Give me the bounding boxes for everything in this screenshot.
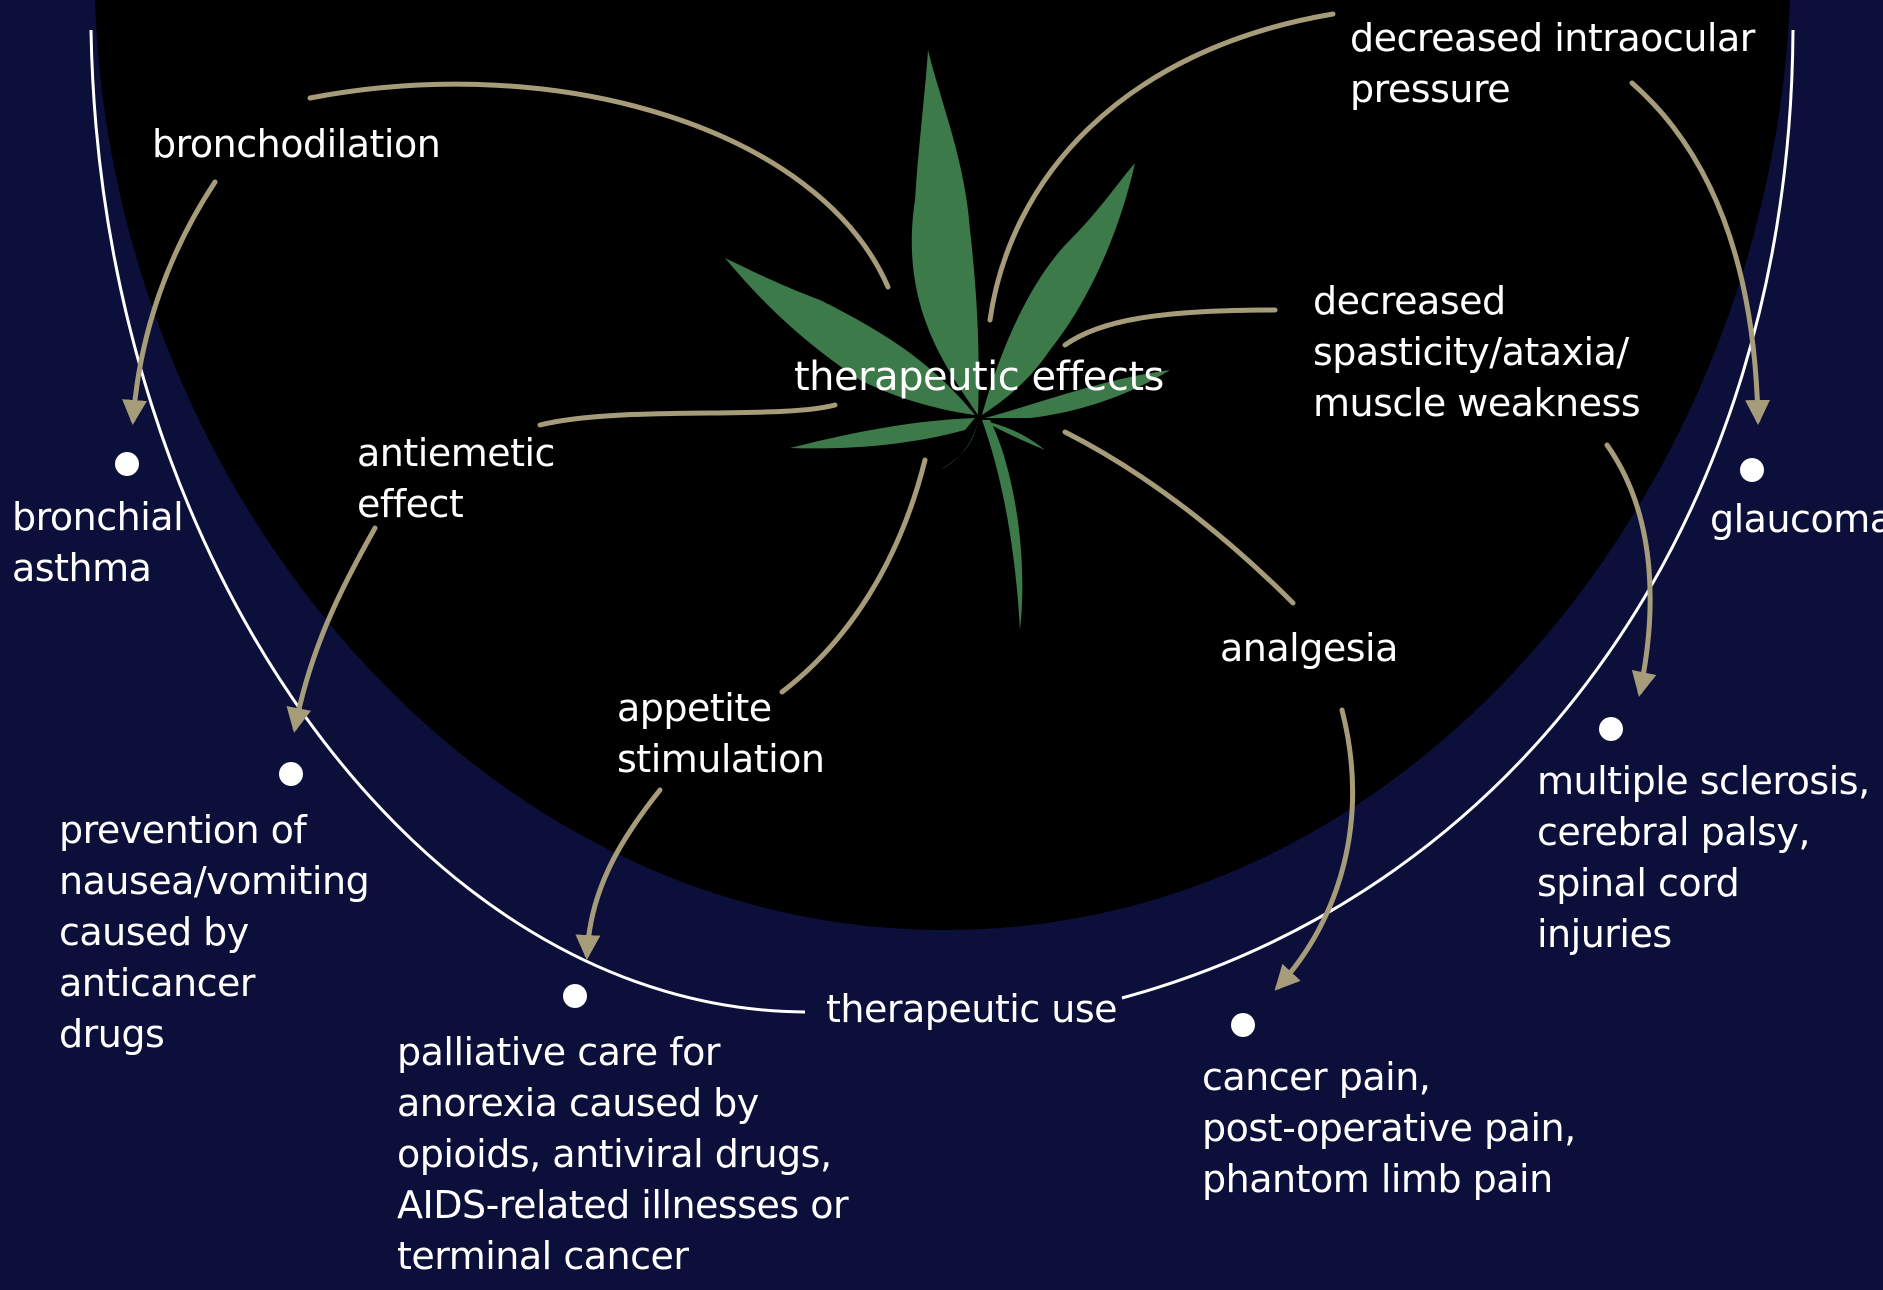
dot-pain xyxy=(1231,1013,1255,1037)
effect-intraocular: decreased intraocular pressure xyxy=(1350,13,1755,115)
effect-bronchodilation: bronchodilation xyxy=(152,119,440,170)
ring-label: therapeutic use xyxy=(826,984,1117,1035)
effect-appetite: appetite stimulation xyxy=(617,683,825,785)
use-glaucoma: glaucoma xyxy=(1710,494,1883,545)
use-nausea: prevention of nausea/vomiting caused by … xyxy=(59,805,369,1060)
use-pain: cancer pain, post-operative pain, phanto… xyxy=(1202,1052,1576,1205)
dot-nausea xyxy=(279,762,303,786)
dot-glaucoma xyxy=(1740,458,1764,482)
center-label: therapeutic effects xyxy=(794,352,1164,403)
use-asthma: bronchial asthma xyxy=(12,492,183,594)
effect-analgesia: analgesia xyxy=(1220,623,1398,674)
dot-ms xyxy=(1599,717,1623,741)
effect-antiemetic: antiemetic effect xyxy=(357,428,555,530)
effect-spasticity: decreased spasticity/ataxia/ muscle weak… xyxy=(1313,276,1640,429)
use-palliative: palliative care for anorexia caused by o… xyxy=(397,1027,848,1282)
use-ms: multiple sclerosis, cerebral palsy, spin… xyxy=(1537,756,1870,960)
dot-asthma xyxy=(115,452,139,476)
dot-palliative xyxy=(563,984,587,1008)
